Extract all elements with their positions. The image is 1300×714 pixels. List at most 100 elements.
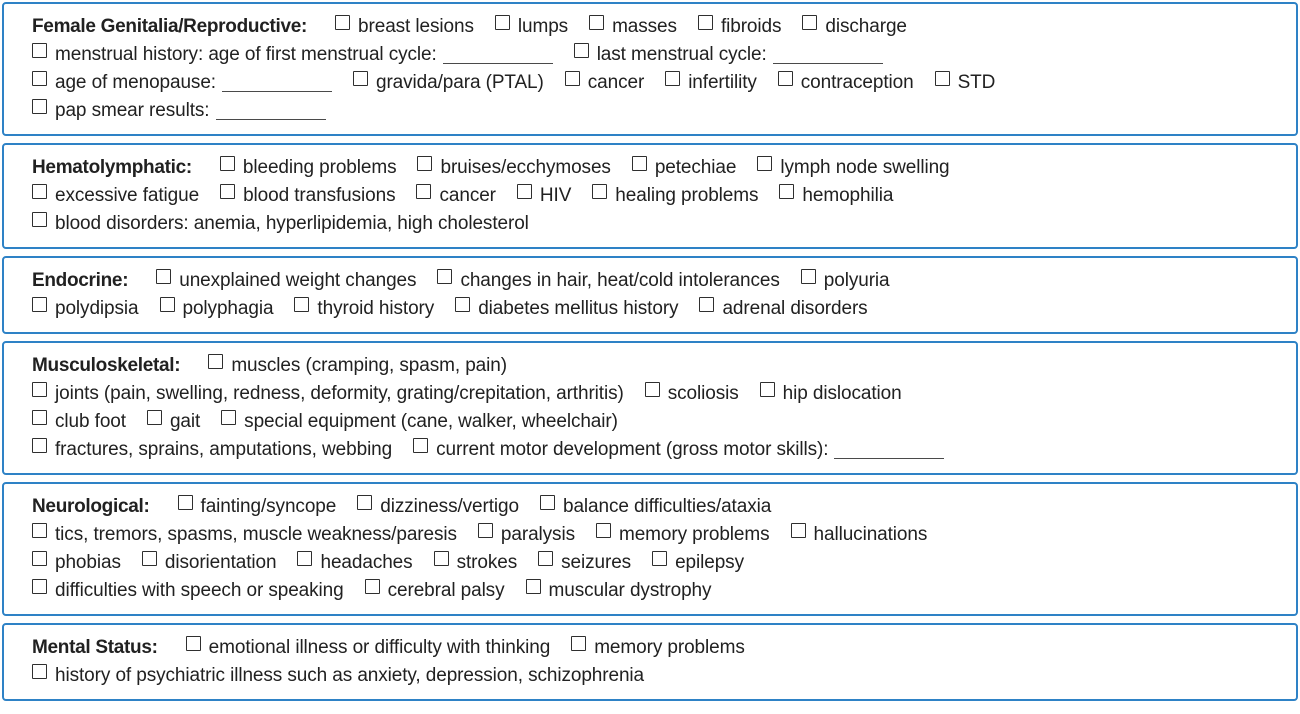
fill-in-blank[interactable] xyxy=(834,457,945,459)
checkbox[interactable] xyxy=(208,354,224,369)
fill-in-blank[interactable] xyxy=(442,62,553,64)
checkbox[interactable] xyxy=(352,71,368,86)
checkbox[interactable] xyxy=(759,382,775,397)
checkbox[interactable] xyxy=(221,410,237,425)
checkbox[interactable] xyxy=(525,579,541,594)
checkbox[interactable] xyxy=(32,43,47,58)
fill-in-blank[interactable] xyxy=(215,118,326,120)
checkbox[interactable] xyxy=(335,15,351,30)
checklist-item: history of psychiatric illness such as a… xyxy=(32,664,644,686)
checklist-item: cerebral palsy xyxy=(364,579,505,601)
checkbox[interactable] xyxy=(32,551,47,566)
checkbox[interactable] xyxy=(433,551,449,566)
checkbox[interactable] xyxy=(32,438,47,453)
checkbox[interactable] xyxy=(779,184,795,199)
checkbox[interactable] xyxy=(185,636,201,651)
checkbox[interactable] xyxy=(146,410,162,425)
checkbox-label: polyuria xyxy=(823,270,890,291)
checklist-item: cancer xyxy=(416,184,496,206)
checkbox[interactable] xyxy=(437,269,453,284)
checkbox-label: petechiae xyxy=(654,157,737,178)
fill-in-blank[interactable] xyxy=(772,62,883,64)
checkbox[interactable] xyxy=(665,71,681,86)
checkbox-label: balance difficulties/ataxia xyxy=(562,496,772,517)
checkbox[interactable] xyxy=(699,297,715,312)
checkbox[interactable] xyxy=(516,184,532,199)
checkbox[interactable] xyxy=(32,184,47,199)
checkbox[interactable] xyxy=(159,297,175,312)
checkbox-label: emotional illness or difficulty with thi… xyxy=(208,637,551,658)
checklist-item: joints (pain, swelling, redness, deformi… xyxy=(32,382,624,404)
checkbox[interactable] xyxy=(364,579,380,594)
checkbox[interactable] xyxy=(32,297,47,312)
checklist-item: breast lesions xyxy=(335,15,474,37)
checkbox[interactable] xyxy=(177,495,193,510)
checkbox[interactable] xyxy=(800,269,816,284)
checkbox[interactable] xyxy=(32,410,47,425)
checkbox-label: bruises/ecchymoses xyxy=(440,157,611,178)
section-title: Neurological: xyxy=(32,496,150,517)
checkbox[interactable] xyxy=(538,551,554,566)
checkbox-label: phobias xyxy=(55,552,121,573)
checkbox[interactable] xyxy=(595,523,611,538)
checkbox-label: pap smear results: xyxy=(55,100,210,121)
checkbox[interactable] xyxy=(652,551,668,566)
checkbox[interactable] xyxy=(571,636,587,651)
checklist-item: healing problems xyxy=(592,184,759,206)
checkbox[interactable] xyxy=(477,523,493,538)
checklist-item: memory problems xyxy=(595,523,770,545)
checkbox[interactable] xyxy=(934,71,950,86)
section-title: Endocrine: xyxy=(32,270,129,291)
checkbox[interactable] xyxy=(455,297,471,312)
checkbox[interactable] xyxy=(32,382,47,397)
checkbox-label: fainting/syncope xyxy=(200,496,337,517)
checklist-item: fibroids xyxy=(697,15,781,37)
checkbox[interactable] xyxy=(777,71,793,86)
checkbox[interactable] xyxy=(573,43,589,58)
checklist-item: changes in hair, heat/cold intolerances xyxy=(437,269,780,291)
checkbox[interactable] xyxy=(141,551,157,566)
checkbox[interactable] xyxy=(32,664,47,679)
checkbox[interactable] xyxy=(297,551,313,566)
checkbox[interactable] xyxy=(32,579,47,594)
checkbox[interactable] xyxy=(589,15,605,30)
checkbox-label: last menstrual cycle: xyxy=(596,44,767,65)
section-musculoskeletal: Musculoskeletal:muscles (cramping, spasm… xyxy=(2,341,1298,475)
checkbox[interactable] xyxy=(416,184,432,199)
checkbox[interactable] xyxy=(357,495,373,510)
checkbox[interactable] xyxy=(631,156,647,171)
checkbox[interactable] xyxy=(32,71,47,86)
checkbox[interactable] xyxy=(413,438,429,453)
checklist-item: emotional illness or difficulty with thi… xyxy=(185,636,551,658)
checkbox-label: scoliosis xyxy=(667,383,739,404)
checkbox[interactable] xyxy=(697,15,713,30)
checkbox[interactable] xyxy=(592,184,608,199)
checkbox[interactable] xyxy=(219,156,235,171)
fill-in-blank[interactable] xyxy=(221,90,332,92)
checkbox[interactable] xyxy=(757,156,773,171)
checklist-item: polydipsia xyxy=(32,297,139,319)
checkbox-label: cancer xyxy=(439,185,496,206)
checklist-item: memory problems xyxy=(571,636,745,658)
checklist-item: infertility xyxy=(665,71,757,93)
checkbox[interactable] xyxy=(417,156,433,171)
checkbox[interactable] xyxy=(644,382,660,397)
checkbox[interactable] xyxy=(32,99,47,114)
checkbox[interactable] xyxy=(790,523,806,538)
checkbox[interactable] xyxy=(32,212,47,227)
checkbox[interactable] xyxy=(32,523,47,538)
checkbox[interactable] xyxy=(539,495,555,510)
checkbox-label: special equipment (cane, walker, wheelch… xyxy=(244,411,618,432)
checkbox[interactable] xyxy=(494,15,510,30)
checkbox[interactable] xyxy=(802,15,818,30)
section-title: Hematolymphatic: xyxy=(32,157,192,178)
checkbox[interactable] xyxy=(294,297,310,312)
checkbox[interactable] xyxy=(156,269,172,284)
checkbox[interactable] xyxy=(220,184,236,199)
section-line: Mental Status:emotional illness or diffi… xyxy=(32,634,1282,662)
checkbox[interactable] xyxy=(564,71,580,86)
checklist-item: adrenal disorders xyxy=(699,297,868,319)
